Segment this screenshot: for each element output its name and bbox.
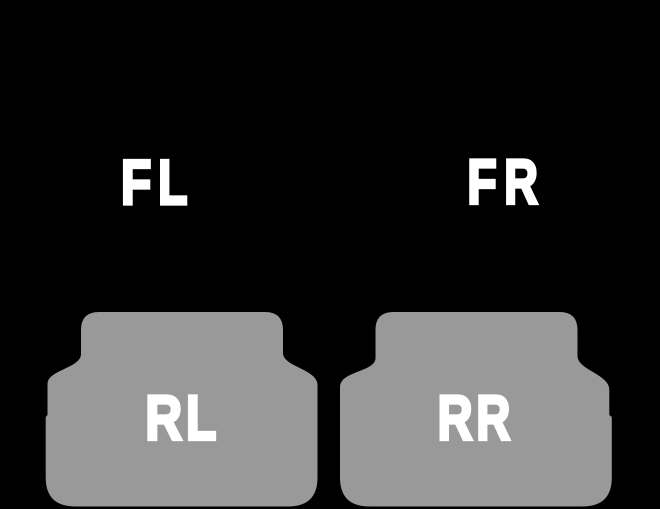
svg-text:R: R: [476, 383, 510, 453]
svg-text:L: L: [186, 384, 217, 454]
svg-text:R: R: [504, 147, 538, 217]
svg-text:F: F: [467, 146, 497, 217]
svg-text:R: R: [145, 383, 182, 453]
svg-text:F: F: [121, 148, 152, 218]
svg-text:L: L: [158, 147, 188, 218]
svg-text:R: R: [437, 383, 472, 453]
